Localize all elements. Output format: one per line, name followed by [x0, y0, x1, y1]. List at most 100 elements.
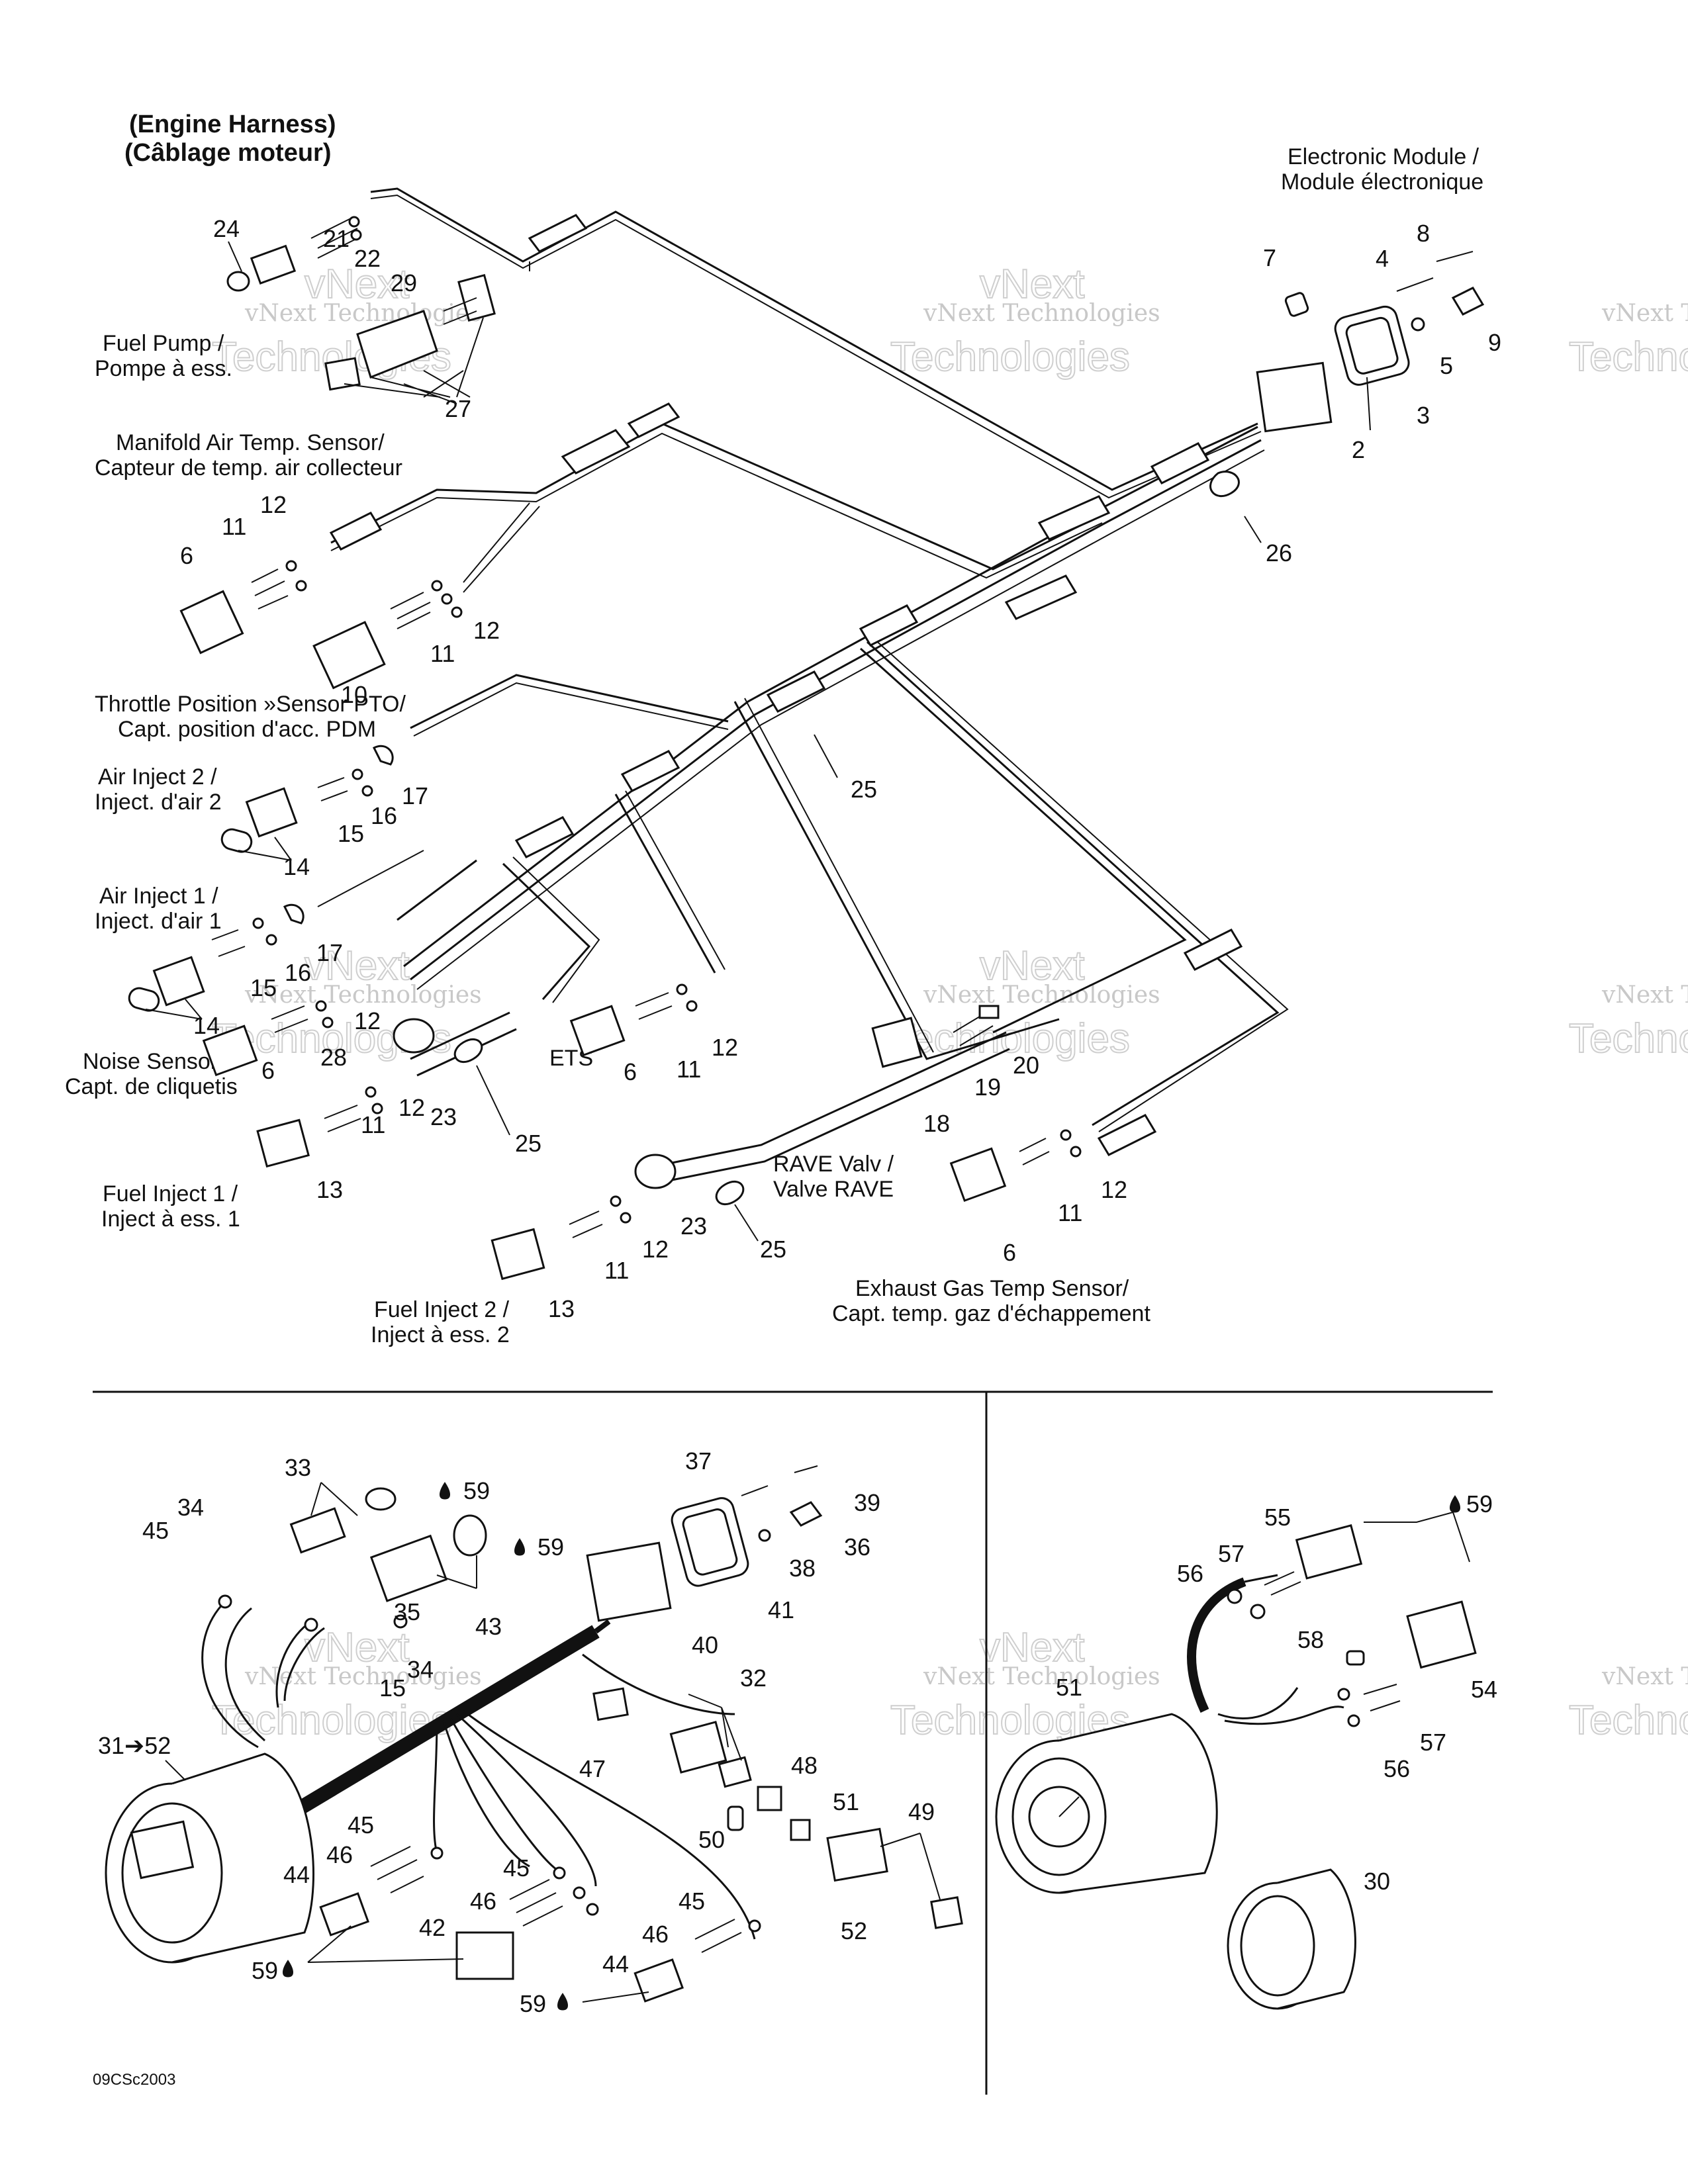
callout-20: 20 [1013, 1052, 1039, 1079]
callout-11: 11 [430, 640, 455, 667]
callout-48: 48 [791, 1752, 818, 1779]
callout-18: 18 [923, 1110, 950, 1137]
label-rave-valve: RAVE Valv / [773, 1152, 894, 1177]
callout-15: 15 [338, 820, 364, 847]
callout-12: 12 [473, 617, 500, 644]
callout-34: 34 [407, 1656, 434, 1683]
callout-7: 7 [1263, 244, 1276, 271]
callout-6: 6 [1003, 1239, 1016, 1266]
engine-harness-wiring [317, 187, 1289, 1183]
callout-29: 29 [391, 269, 417, 296]
callout-13: 13 [548, 1295, 575, 1322]
gauge-parts-right [995, 1524, 1477, 2010]
callout-41: 41 [768, 1596, 794, 1623]
callout-13: 13 [316, 1176, 343, 1203]
callout-56: 56 [1383, 1755, 1410, 1782]
part-group-electronic-module [1209, 251, 1485, 498]
callout-46: 46 [470, 1888, 496, 1915]
gauge-harness-wiring [201, 1600, 756, 1940]
callout-14: 14 [193, 1012, 220, 1039]
callout-44: 44 [602, 1950, 629, 1978]
watermark-text: vNext [980, 943, 1084, 989]
callout-59: 59 [1466, 1490, 1493, 1518]
callout-45: 45 [503, 1854, 530, 1882]
watermark-text: vNext Technologies [1601, 300, 1688, 327]
watermark-text: vNext [980, 261, 1084, 307]
callout-12: 12 [260, 491, 287, 518]
watermark-text: vNext Technologies [244, 1663, 482, 1690]
label-electronic-module-fr: Module électronique [1281, 169, 1483, 195]
part-group-fuel-pump [226, 216, 496, 404]
callout-31-52: 31➔52 [98, 1732, 171, 1759]
label-air-inject-1: Air Inject 1 / [99, 884, 218, 909]
watermark-text: vNext Technologies [244, 300, 482, 327]
callout-51: 51 [833, 1788, 859, 1815]
callout-54: 54 [1471, 1676, 1497, 1703]
watermark-text: Technologies [1569, 334, 1688, 380]
callout-50: 50 [698, 1826, 725, 1853]
callout-28: 28 [320, 1044, 347, 1071]
watermark-text: vNext [305, 943, 409, 989]
callout-6: 6 [261, 1057, 275, 1084]
lower-leader-lines [165, 1482, 1470, 2003]
callout-16: 16 [285, 959, 311, 986]
callout-56: 56 [1177, 1560, 1203, 1587]
callout-32: 32 [740, 1664, 767, 1692]
label-throttle-sensor-fr: Capt. position d'acc. PDM [118, 717, 376, 742]
drop-icon [440, 1482, 450, 1500]
callout-24: 24 [213, 215, 240, 242]
label-fuel-inject-1-fr: Inject à ess. 1 [101, 1206, 240, 1232]
callout-25: 25 [760, 1236, 786, 1263]
callout-15: 15 [379, 1674, 406, 1702]
callout-45: 45 [679, 1888, 705, 1915]
part-group-air-inject [128, 745, 394, 1012]
callout-33: 33 [285, 1454, 311, 1481]
callout-21: 21 [323, 225, 350, 252]
drop-icon [1450, 1495, 1460, 1513]
watermark-text: vNext Technologies [244, 981, 482, 1009]
watermark-text: Technologies [1569, 1016, 1688, 1062]
callout-26: 26 [1266, 539, 1292, 567]
callout-49: 49 [908, 1798, 935, 1825]
callout-25: 25 [851, 776, 877, 803]
callout-30: 30 [1364, 1868, 1390, 1895]
callout-45: 45 [142, 1517, 169, 1544]
label-manifold-sensor-fr: Capteur de temp. air collecteur [95, 455, 402, 480]
callout-19: 19 [974, 1073, 1001, 1101]
label-fuel-pump: Fuel Pump / [103, 331, 224, 356]
callout-12: 12 [399, 1094, 425, 1121]
callout-23: 23 [430, 1103, 457, 1130]
callout-16: 16 [371, 802, 397, 829]
label-air-inject-2: Air Inject 2 / [98, 764, 217, 790]
callout-17: 17 [316, 939, 343, 966]
callout-59: 59 [538, 1533, 564, 1561]
callout-55: 55 [1264, 1504, 1291, 1531]
watermark-text: vNext [305, 261, 409, 307]
callout-11: 11 [361, 1111, 385, 1138]
callout-5: 5 [1440, 352, 1453, 379]
label-air-inject-2-fr: Inject. d'air 2 [95, 790, 222, 815]
watermarks: vNext Technologies vNext Technologies vN… [211, 261, 1688, 1744]
label-exhaust-sensor-fr: Capt. temp. gaz d'échappement [832, 1301, 1150, 1326]
callout-14: 14 [283, 853, 310, 880]
callout-43: 43 [475, 1613, 502, 1640]
callout-15: 15 [250, 974, 277, 1001]
label-fuel-inject-2-fr: Inject à ess. 2 [371, 1322, 510, 1347]
callout-59: 59 [463, 1477, 490, 1504]
callout-12: 12 [1101, 1176, 1127, 1203]
drop-icon [283, 1960, 293, 1978]
callout-17: 17 [402, 782, 428, 809]
callout-57: 57 [1420, 1729, 1446, 1756]
watermark-text: Technologies [1569, 1698, 1688, 1743]
drop-icon [514, 1538, 525, 1556]
callout-10: 10 [341, 681, 367, 708]
callout-27: 27 [445, 395, 471, 422]
label-fuel-pump-fr: Pompe à ess. [95, 356, 232, 381]
callout-44: 44 [283, 1861, 310, 1888]
gauge-harness-parts [105, 1465, 963, 2003]
callout-22: 22 [354, 245, 381, 272]
callout-12: 12 [712, 1034, 738, 1061]
callout-12: 12 [642, 1236, 669, 1263]
callout-6: 6 [180, 542, 193, 569]
